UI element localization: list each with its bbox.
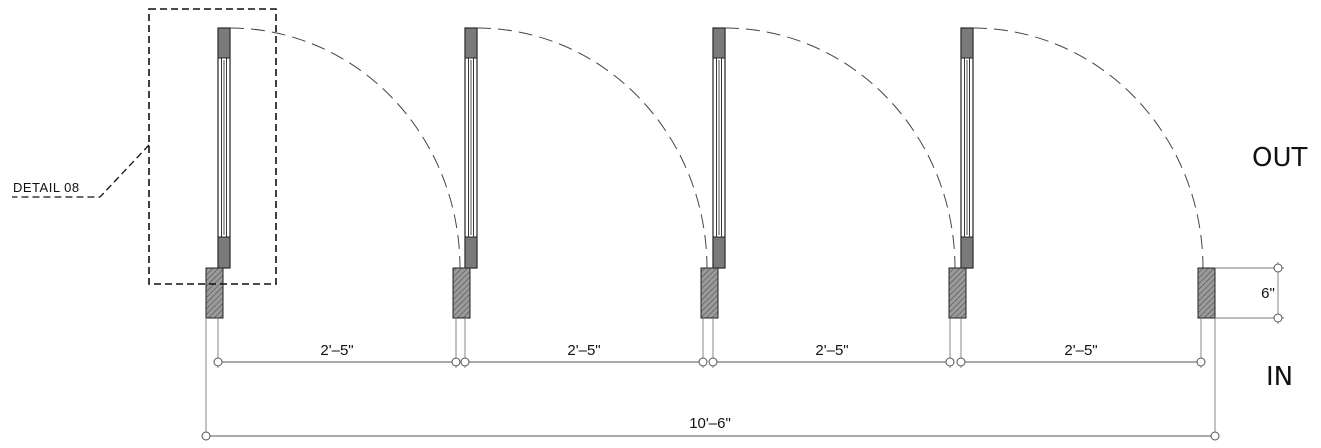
bay-dimension-label-3: 2'–5"	[815, 342, 848, 359]
jamb-5	[1197, 267, 1216, 319]
bay-dimension-4	[956, 357, 1206, 367]
bay-dimension-3	[708, 357, 955, 367]
jamb-depth-dimension	[1273, 263, 1283, 323]
detail-callout-box	[148, 8, 277, 285]
door-2	[464, 27, 708, 269]
jamb-4	[948, 267, 967, 319]
door-1	[217, 27, 461, 269]
bay-dimension-label-4: 2'–5"	[1064, 342, 1097, 359]
door-4	[960, 27, 1204, 269]
jamb-1	[205, 267, 224, 319]
detail-label: DETAIL 08	[13, 180, 80, 195]
door-3	[712, 27, 956, 269]
out-label: OUT	[1252, 143, 1307, 173]
bay-dimension-label-1: 2'–5"	[320, 342, 353, 359]
bay-dimension-2	[460, 357, 708, 367]
detail-leader-line	[12, 144, 150, 198]
in-label: IN	[1266, 362, 1293, 392]
bay-dimension-label-2: 2'–5"	[567, 342, 600, 359]
jamb-2	[452, 267, 471, 319]
jamb-depth-label: 6"	[1261, 285, 1275, 302]
extension-lines	[205, 262, 1284, 440]
jamb-3	[700, 267, 719, 319]
bay-dimension-1	[213, 357, 461, 367]
overall-dimension-label: 10'–6"	[689, 415, 731, 432]
overall-dimension	[201, 431, 1220, 441]
